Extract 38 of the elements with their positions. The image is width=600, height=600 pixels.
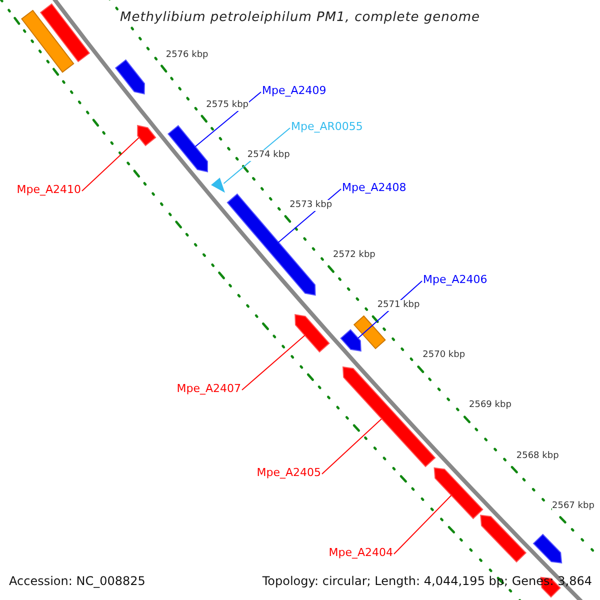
gene-feature [168, 125, 208, 172]
scale-label: 2569 kbp [469, 400, 512, 412]
gene-feature [226, 193, 316, 296]
gene-label: Mpe_A2405 [256, 466, 321, 480]
gene-label: Mpe_A2409 [262, 84, 326, 98]
gene-feature [532, 534, 562, 564]
gene-label: Mpe_A2410 [16, 183, 81, 196]
gene-feature [40, 3, 90, 62]
gene-feature [480, 514, 527, 563]
scale-label: 2567 kbp [552, 500, 594, 512]
scale-label: 2572 kbp [332, 250, 376, 261]
gene-feature [294, 314, 330, 353]
scale-label: 2576 kbp [166, 50, 208, 60]
gene-label: Mpe_A2404 [328, 546, 393, 560]
footer-text: Accession: NC_008825 [9, 574, 146, 588]
leader-line [322, 418, 382, 474]
gene-feature [21, 10, 74, 73]
scale-label: 2570 kbp [422, 350, 466, 362]
gene-feature [114, 59, 145, 95]
gene-feature [434, 467, 484, 520]
gene-marker [211, 178, 225, 193]
scale-label: 2573 kbp [290, 200, 332, 211]
scale-label: 2568 kbp [516, 450, 559, 462]
scale-label: 2571 kbp [377, 300, 420, 311]
gene-label: Mpe_AR0055 [291, 120, 363, 134]
leader-line [394, 494, 452, 554]
leader-line [242, 334, 306, 390]
gene-feature [340, 329, 362, 352]
title: Methylibium petroleiphilum PM1, complete genome [120, 10, 480, 26]
gene-label: Mpe_A2406 [423, 273, 488, 286]
gene-label: Mpe_A2408 [342, 181, 406, 194]
scale-label: 2575 kbp [206, 100, 249, 111]
scale-label: 2574 kbp [247, 150, 290, 161]
gene-label: Mpe_A2407 [176, 382, 241, 396]
gene-feature [342, 366, 436, 468]
gene-feature [137, 124, 156, 146]
leader-line [82, 137, 140, 192]
gene-feature [353, 315, 386, 350]
